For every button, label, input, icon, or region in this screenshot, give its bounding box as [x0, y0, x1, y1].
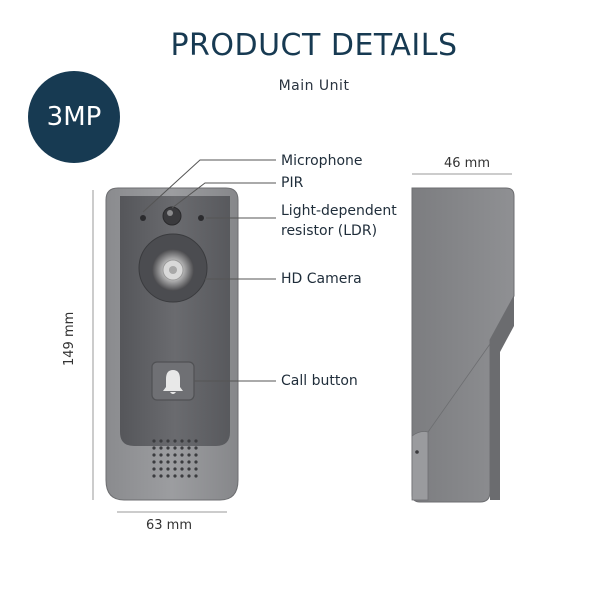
dimension-lines — [92, 173, 512, 513]
microphone-hole — [140, 215, 146, 221]
dimension-height: 149 mm — [62, 311, 77, 366]
resolution-badge-text: 3MP — [46, 102, 102, 132]
resolution-badge: 3MP — [28, 71, 120, 163]
ldr-sensor — [198, 215, 204, 221]
label-pir: PIR — [281, 175, 304, 191]
front-view — [105, 187, 239, 501]
side-bevel — [411, 431, 429, 501]
front-faceplate — [120, 196, 230, 446]
label-call-button: Call button — [281, 373, 358, 389]
page-title: PRODUCT DETAILS — [170, 28, 458, 63]
label-microphone: Microphone — [281, 153, 363, 169]
pir-sensor — [162, 206, 182, 226]
dimension-depth: 46 mm — [444, 156, 491, 171]
callout-lines — [142, 159, 276, 382]
page-subtitle: Main Unit — [278, 78, 350, 94]
speaker-grill — [152, 439, 198, 478]
bell-icon — [163, 370, 183, 394]
label-hd-camera: HD Camera — [281, 271, 362, 287]
label-ldr-line2: resistor (LDR) — [281, 223, 378, 239]
label-ldr-line1: Light-dependent — [281, 203, 397, 219]
side-front-face — [490, 296, 514, 500]
dimension-width: 63 mm — [146, 518, 193, 533]
side-view — [411, 187, 515, 503]
